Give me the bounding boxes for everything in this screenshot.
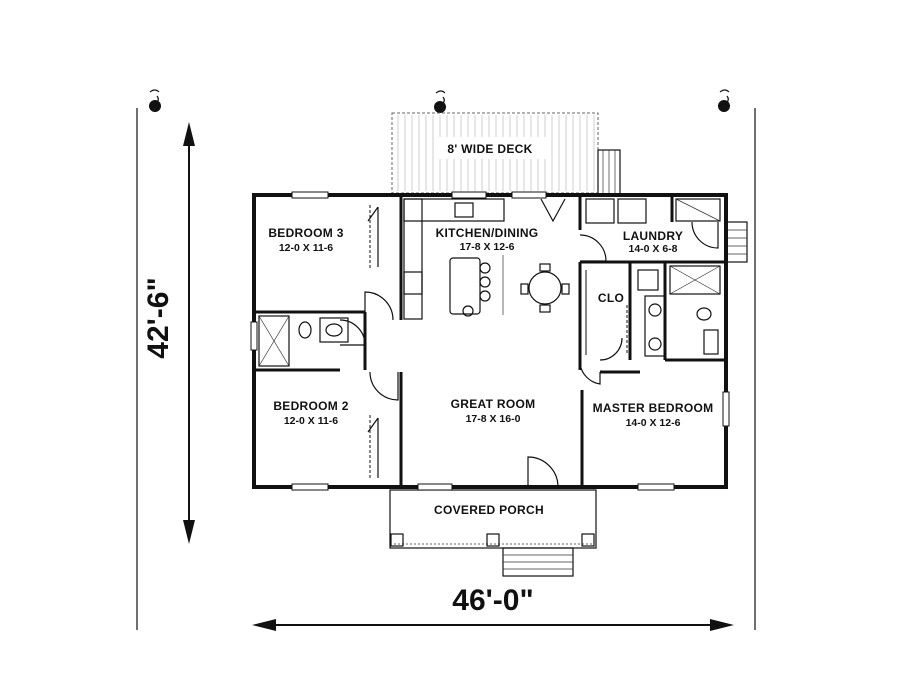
hall-bath — [258, 315, 349, 367]
tree-icon-left — [149, 89, 161, 112]
kitchen-label: KITCHEN/DINING — [436, 226, 539, 240]
great-room-label: GREAT ROOM — [451, 397, 536, 411]
deck-label-bg — [436, 137, 546, 159]
tree-icon-center — [434, 90, 446, 113]
porch-label: COVERED PORCH — [434, 503, 544, 517]
doors — [339, 198, 719, 488]
overall-depth: 42'-6" — [142, 277, 175, 358]
deck-stairs — [597, 149, 621, 195]
width-dimension-arrow — [252, 619, 734, 631]
bedroom3-label: BEDROOM 3 — [268, 226, 343, 240]
master-size: 14-0 X 12-6 — [626, 417, 681, 429]
master-label: MASTER BEDROOM — [593, 401, 714, 415]
bedroom3-size: 12-0 X 11-6 — [279, 242, 333, 254]
closet-label: CLO — [598, 291, 624, 305]
closet-rods — [369, 205, 628, 478]
kitchen-size: 17-8 X 12-6 — [460, 241, 515, 253]
kitchen-counters — [403, 198, 505, 320]
tree-icon-right — [718, 89, 730, 112]
deck-label: 8' WIDE DECK — [447, 142, 532, 156]
dining-table — [520, 263, 570, 313]
depth-dimension-arrow — [183, 122, 195, 544]
porch-steps — [502, 547, 574, 577]
porch — [389, 489, 597, 549]
laundry-size: 14-0 X 6-8 — [628, 243, 677, 255]
bedroom2-size: 12-0 X 11-6 — [284, 415, 338, 427]
master-bath — [637, 265, 721, 357]
bedroom2-label: BEDROOM 2 — [273, 399, 348, 413]
laundry-label: LAUNDRY — [623, 229, 683, 243]
laundry-appliances — [585, 198, 721, 224]
overall-width: 46'-0" — [452, 584, 533, 617]
great-room-size: 17-8 X 16-0 — [466, 413, 521, 425]
side-stairs — [726, 221, 748, 263]
exterior-walls — [250, 191, 730, 491]
